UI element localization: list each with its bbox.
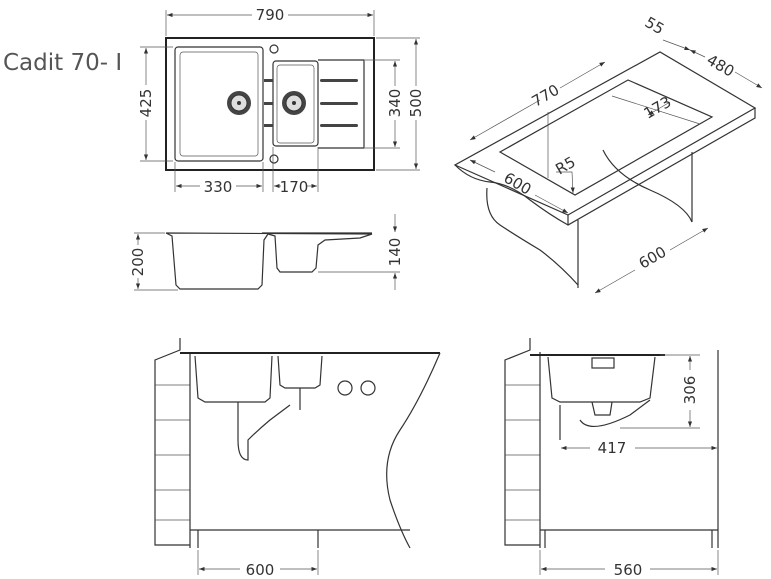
drain-icon (227, 91, 251, 115)
dim-cabinet-width: 600 (636, 243, 670, 273)
dim-small-bowl-depth: 340 (386, 89, 404, 118)
dim-width: 790 (256, 6, 285, 24)
dim-section-height: 306 (681, 376, 699, 405)
dim-small-bowl-width: 170 (280, 178, 309, 196)
dim-radius: R5 (552, 153, 578, 179)
dim-cutout-length: 770 (529, 81, 563, 111)
side-section: 306 417 560 (504, 338, 719, 579)
front-section: 600 (154, 338, 441, 579)
side-view: 200 140 (129, 214, 404, 291)
dim-bowl-depth: 425 (137, 89, 155, 118)
tap-hole-icon (269, 154, 279, 164)
iso-view: 770 600 55 480 173 R5 600 (453, 13, 763, 294)
dim-cabinet-depth: 560 (614, 561, 643, 579)
dim-section-offset: 417 (598, 439, 627, 457)
dim-bowl-height: 200 (129, 248, 147, 277)
dim-counter-depth: 600 (501, 169, 535, 199)
dim-bowl-width: 330 (204, 178, 233, 196)
top-view: 790 425 340 500 330 170 (137, 6, 425, 196)
product-title: Cadit 70- I (3, 50, 122, 76)
dim-front-cabinet-width: 600 (246, 561, 275, 579)
dim-small-bowl-height: 140 (386, 238, 404, 267)
dim-drainer: 173 (641, 93, 675, 123)
tap-hole-icon (269, 44, 279, 54)
dim-depth: 500 (407, 89, 425, 118)
dim-cutout-depth: 480 (704, 51, 738, 81)
drain-icon (282, 91, 306, 115)
dim-thickness: 55 (642, 13, 668, 38)
